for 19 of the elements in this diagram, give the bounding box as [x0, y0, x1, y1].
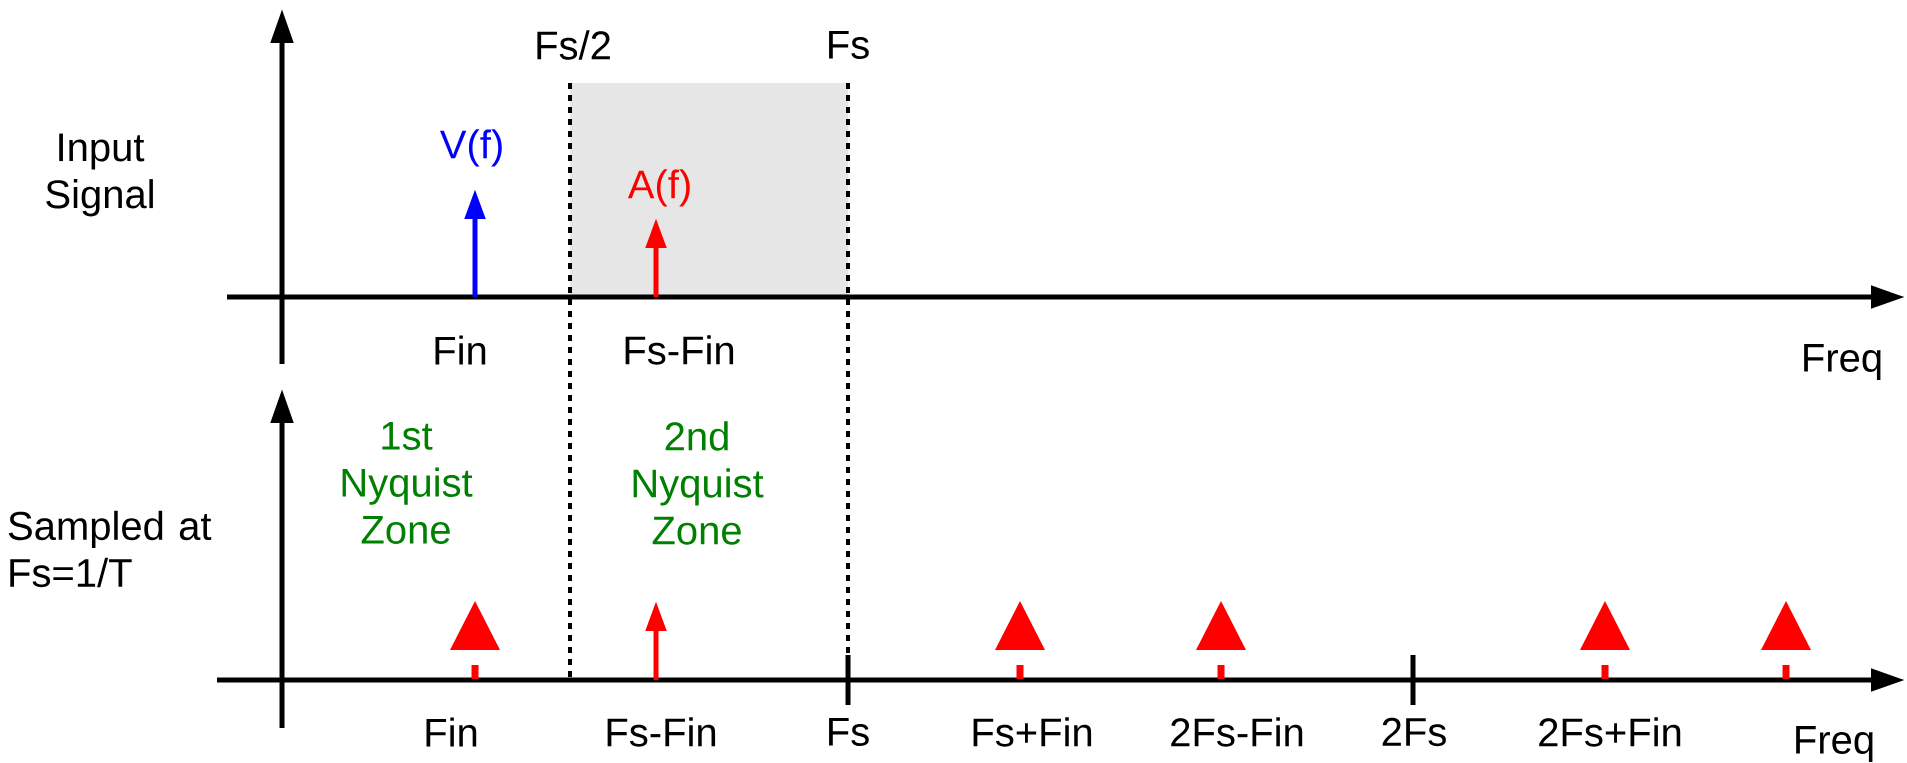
axis-title: Input Signal	[46, 133, 153, 217]
frequency-label: Fs/2	[537, 30, 610, 60]
frequency-label: Fs-Fin	[607, 717, 716, 747]
signal-label: A(f)	[627, 169, 690, 207]
frequency-label: Fs+Fin	[973, 717, 1092, 747]
axis-title: Sampled at Fs=1/T	[8, 510, 212, 588]
axis-label: Freq	[1796, 726, 1873, 762]
frequency-label: 2Fs-Fin	[1171, 717, 1303, 747]
signal-label: V(f)	[439, 129, 502, 167]
zone-label: 2nd Nyquist Zone	[633, 421, 764, 545]
frequency-label: 2Fs	[1382, 717, 1446, 747]
axis-label: Freq	[1804, 344, 1881, 380]
frequency-label: Fs	[829, 31, 869, 59]
frequency-label: 2Fs+Fin	[1539, 717, 1681, 747]
frequency-label: Fs	[829, 718, 869, 746]
frequency-label: Fs-Fin	[625, 335, 734, 365]
zone-label: 1st Nyquist Zone	[342, 422, 473, 544]
frequency-label: Fin	[426, 717, 477, 747]
frequency-label: Fin	[435, 335, 486, 365]
